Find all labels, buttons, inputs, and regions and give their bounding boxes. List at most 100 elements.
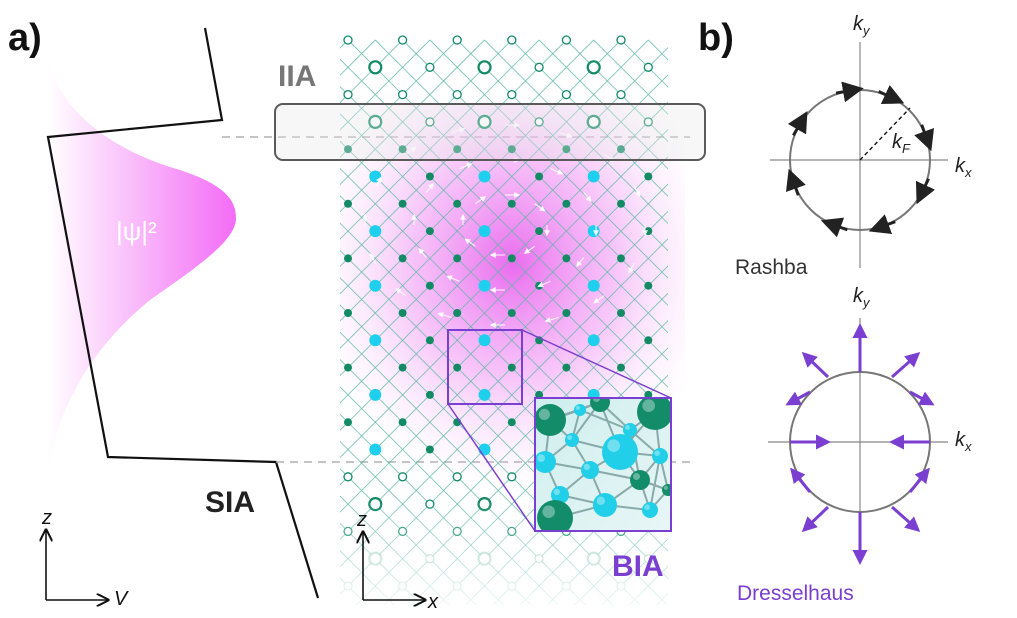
lattice-atom [534,117,544,127]
dresselhaus-arrow [801,351,830,379]
lattice-atom [617,363,625,372]
rashba-arrow [787,110,808,137]
lattice-atom [344,254,352,263]
rashba-arrow [914,124,935,152]
lattice-atom [453,309,462,317]
axes-left: z V [41,507,129,610]
lattice-atom [397,89,408,100]
lattice-atom [644,281,653,290]
lattice-atom [478,443,491,456]
lattice-atom [369,388,382,401]
lattice-atom [478,279,491,292]
spin-arrow [451,127,466,134]
bond-line [340,39,540,240]
lattice-atom [507,363,516,372]
lattice-atom [507,35,517,45]
lattice-atom [617,309,625,317]
panel-a-label: a) [8,17,42,59]
zoom-atom-highlight [654,450,660,457]
bond-line [0,40,20,613]
lattice-atom [343,35,353,45]
zoom-atom [551,486,569,504]
spin-arrow [628,262,635,274]
lattice-atom [507,89,517,100]
lattice-atom [453,254,462,263]
rashba-spin-arrows [785,81,935,238]
spin-arrow [576,257,585,268]
rashba-arrow [878,85,905,105]
iia-label: IIA [278,60,316,93]
zoom-atom-highlight [596,496,605,505]
lattice-atom [562,199,571,208]
sia-label: SIA [205,486,255,519]
rashba-arrow [820,217,848,238]
dresselhaus-diagram: ky kx Dresselhaus [737,285,972,605]
rashba-arrow [868,214,896,235]
lattice-atom [453,145,462,154]
zoom-atom [593,493,617,517]
lattice-atom [643,117,653,127]
lattice-atom [398,199,407,208]
lattice-atom [398,145,407,154]
lattice-atom [586,114,601,130]
bond-line [894,40,1017,613]
zoom-atom [642,502,658,518]
spin-arrow [583,192,592,203]
bond-line [949,40,1017,613]
zoom-atom [565,433,579,447]
bond-line [340,39,567,268]
lattice-atom [397,35,408,45]
zoom-atom-highlight [642,399,655,413]
zoom-atom [637,398,671,430]
spin-arrow [537,280,551,288]
lattice-atom [477,114,492,130]
lattice-atom [587,279,600,292]
lattice-atom [617,199,625,208]
bond-line [340,128,668,459]
zoom-atom [590,398,610,412]
zoom-line-bottom [447,403,536,532]
dresselhaus-arrow [891,352,921,379]
spin-arrow [405,146,417,155]
dresselhaus-arrow [801,505,830,533]
lattice-atom [644,172,653,181]
lattice-atom [344,418,352,427]
spin-arrow [593,295,605,304]
spin-arrow [369,252,377,264]
lattice-atom [478,225,491,238]
spin-arrow [395,287,407,297]
panel-b-label: b) [698,17,734,59]
zoom-atom-highlight [567,435,572,440]
zoom-atom [581,461,599,479]
dresselhaus-name: Dresselhaus [737,582,854,605]
rashba-arrow [915,178,935,205]
lattice-atom [398,309,407,317]
lattice-atom [344,309,352,317]
dresselhaus-spin-arrows [785,323,935,565]
lattice-atom [369,443,382,456]
dresselhaus-ky-label: ky [853,285,871,310]
zoom-atom-highlight [553,488,560,495]
bond-line [676,40,1017,613]
lattice-atom [368,114,383,130]
spin-arrow [464,238,476,247]
bond-line [867,40,1017,613]
axis-v-left: V [114,588,129,610]
lattice-atom [397,472,408,482]
bond-line [730,40,1017,613]
spin-arrow [425,182,434,193]
zoom-atom [535,404,566,436]
lattice-atom [586,60,601,75]
lattice-atom [535,390,544,399]
lattice-atom [507,309,516,317]
rashba-arrow [785,168,806,196]
spin-arrow [550,168,564,175]
zoom-line-top [521,329,672,399]
rashba-ky-label: ky [853,13,871,38]
lattice-atom [452,35,462,45]
lattice-atom [478,170,491,183]
bond-line [1003,40,1017,613]
iia-interface-box [274,103,706,161]
bond-line [340,39,458,158]
